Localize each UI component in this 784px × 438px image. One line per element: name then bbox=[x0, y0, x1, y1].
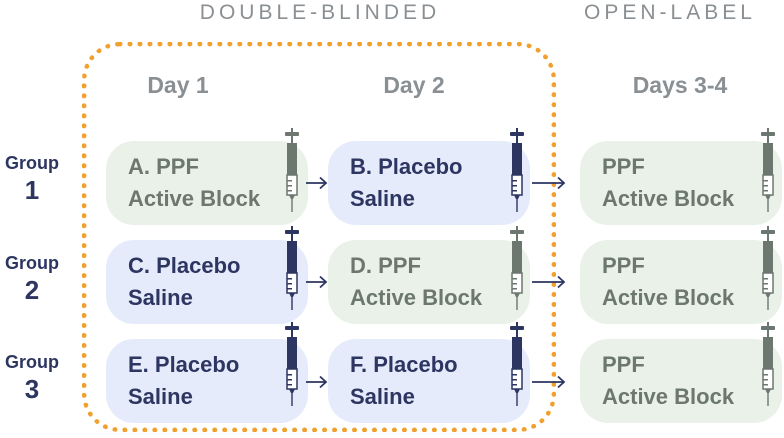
cell-line-2: Active Block bbox=[602, 285, 735, 310]
cell-line-2: Saline bbox=[350, 186, 415, 211]
cell-group-3-days-3-4: PPF Active Block bbox=[580, 339, 782, 423]
group-3-label: Group 3 bbox=[0, 351, 64, 405]
cell-group-3-day-1: E. Placebo Saline bbox=[106, 339, 308, 423]
phase-label-open-label: OPEN-LABEL bbox=[584, 1, 756, 24]
cell-group-1-day-2: B. Placebo Saline bbox=[328, 141, 530, 225]
cell-line-2: Active Block bbox=[128, 186, 261, 211]
cell-group-3-day-2: F. Placebo Saline bbox=[328, 339, 530, 423]
group-number: 2 bbox=[24, 275, 40, 305]
cell-line-2: Active Block bbox=[350, 285, 483, 310]
arrow-right-icon bbox=[532, 176, 566, 190]
cell-line-1: A. PPF bbox=[128, 154, 199, 179]
cell-line-2: Saline bbox=[128, 285, 193, 310]
cell-line-1: B. Placebo bbox=[350, 154, 463, 179]
group-2-label: Group 2 bbox=[0, 252, 64, 306]
group-word: Group bbox=[5, 253, 59, 273]
cell-group-2-day-1: C. Placebo Saline bbox=[106, 240, 308, 324]
cell-line-1: PPF bbox=[602, 154, 645, 179]
cell-group-2-days-3-4: PPF Active Block bbox=[580, 240, 782, 324]
group-number: 1 bbox=[24, 175, 40, 205]
arrow-right-icon bbox=[306, 375, 328, 389]
arrow-right-icon bbox=[306, 275, 328, 289]
cell-line-2: Active Block bbox=[602, 186, 735, 211]
syringe-icon bbox=[284, 226, 300, 310]
cell-line-1: D. PPF bbox=[350, 253, 421, 278]
cell-line-1: PPF bbox=[602, 253, 645, 278]
syringe-icon bbox=[509, 128, 525, 212]
group-word: Group bbox=[5, 352, 59, 372]
cell-line-1: F. Placebo bbox=[350, 352, 458, 377]
cell-group-1-days-3-4: PPF Active Block bbox=[580, 141, 782, 225]
syringe-icon bbox=[760, 322, 776, 406]
syringe-icon bbox=[509, 226, 525, 310]
double-blinded-region bbox=[82, 42, 556, 432]
cell-group-2-day-2: D. PPF Active Block bbox=[328, 240, 530, 324]
cell-line-2: Saline bbox=[128, 384, 193, 409]
day-2-label: Day 2 bbox=[383, 72, 445, 98]
days-3-4-label: Days 3-4 bbox=[632, 72, 728, 98]
syringe-icon bbox=[284, 128, 300, 212]
cell-line-1: E. Placebo bbox=[128, 352, 240, 377]
syringe-icon bbox=[760, 226, 776, 310]
cell-line-2: Saline bbox=[350, 384, 415, 409]
syringe-icon bbox=[509, 322, 525, 406]
day-1-label: Day 1 bbox=[147, 72, 209, 98]
arrow-right-icon bbox=[532, 275, 566, 289]
syringe-icon bbox=[284, 322, 300, 406]
arrow-right-icon bbox=[532, 375, 566, 389]
group-1-label: Group 1 bbox=[0, 152, 64, 206]
phase-label-double-blinded: DOUBLE-BLINDED bbox=[199, 1, 441, 24]
cell-group-1-day-1: A. PPF Active Block bbox=[106, 141, 308, 225]
group-number: 3 bbox=[24, 374, 40, 404]
cell-line-1: PPF bbox=[602, 352, 645, 377]
arrow-right-icon bbox=[306, 176, 328, 190]
cell-line-1: C. Placebo bbox=[128, 253, 241, 278]
cell-line-2: Active Block bbox=[602, 384, 735, 409]
syringe-icon bbox=[760, 128, 776, 212]
group-word: Group bbox=[5, 153, 59, 173]
